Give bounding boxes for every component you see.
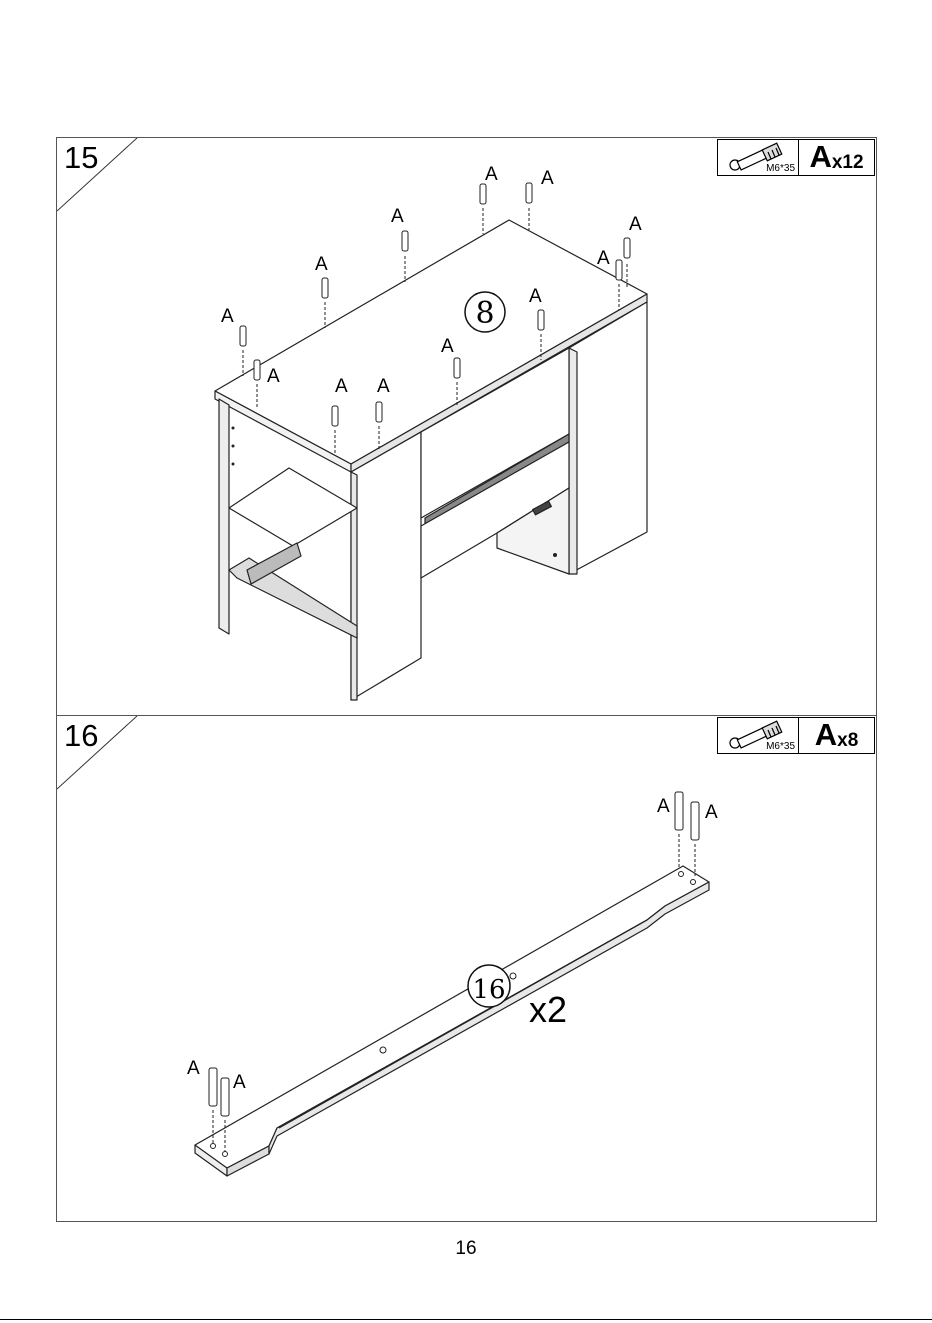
callout-a: A [541, 168, 554, 189]
callout-a: A [441, 336, 454, 357]
callout-a: A [705, 802, 718, 823]
callout-a: A [629, 214, 642, 235]
callout-a: A [377, 376, 390, 397]
desk-assembly-illustration: 8 A A A A A A A A A A A A [57, 138, 877, 716]
rail-assembly-illustration: 16 x2 A A A A [57, 716, 877, 1222]
callout-a: A [233, 1072, 246, 1093]
part-number-label: 16 [472, 975, 505, 1005]
footer-rule [0, 1319, 932, 1320]
quantity-multiplier: x2 [529, 989, 567, 1030]
step-15-panel: 15 M6*35 A x 12 [56, 137, 877, 716]
callout-a: A [221, 306, 234, 327]
part-number-label: 8 [475, 296, 494, 331]
callout-a: A [267, 366, 280, 387]
callout-a: A [597, 248, 610, 269]
page-number: 16 [0, 1238, 932, 1260]
callout-a: A [485, 164, 498, 185]
callout-a: A [335, 376, 348, 397]
callout-a: A [529, 286, 542, 307]
callout-a: A [657, 796, 670, 817]
callout-a: A [391, 206, 404, 227]
callout-a: A [187, 1058, 200, 1079]
step-16-panel: 16 M6*35 A x 8 [56, 715, 877, 1222]
callout-a: A [315, 254, 328, 275]
